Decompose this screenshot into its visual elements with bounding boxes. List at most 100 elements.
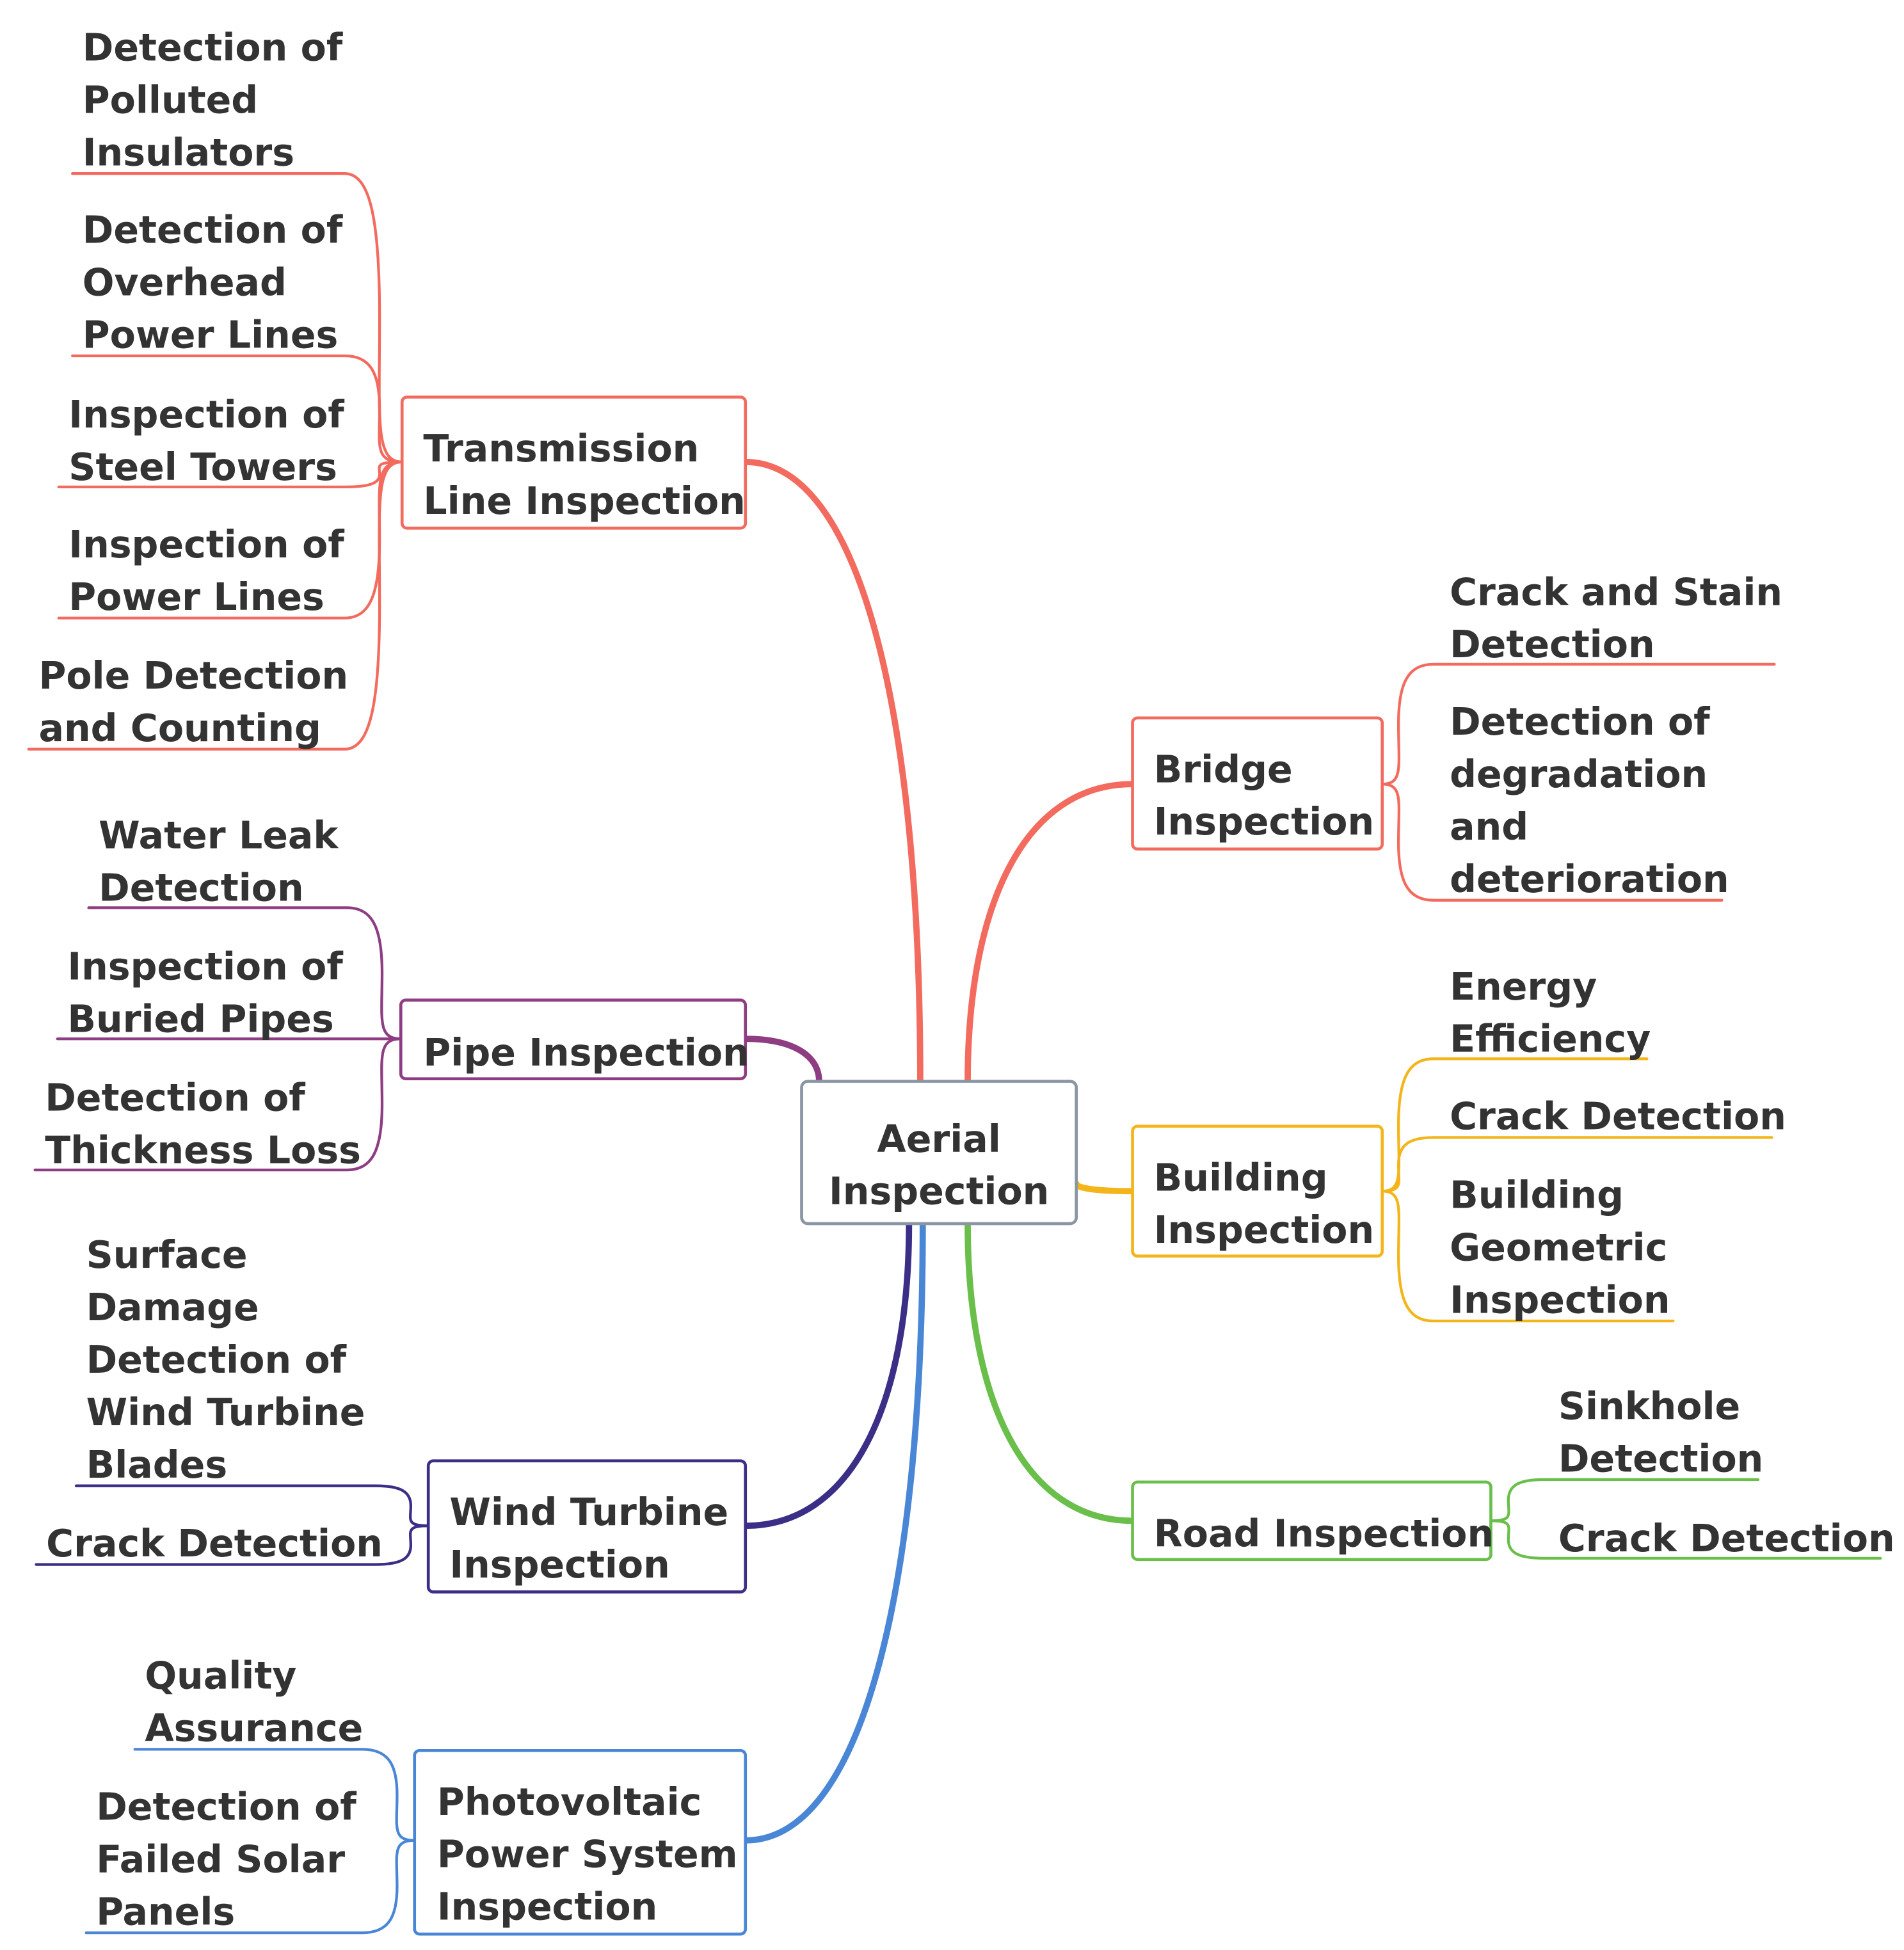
branch-connector-road — [964, 1220, 1136, 1524]
leaf-label-wind-0-line: Blades — [86, 1443, 228, 1487]
leaf-label-bridge-1: Detection of degradation and deterioration — [1450, 700, 1729, 901]
leaf-connector-pipe-0 — [87, 906, 403, 1041]
leaf-connector-bridge-0 — [1380, 662, 1776, 786]
leaf-connector-transmission-2 — [57, 460, 404, 489]
leaf-label-pv-0-line: Quality — [145, 1654, 296, 1698]
leaf-label-pipe-1: Inspection of Buried Pipes — [67, 945, 343, 1041]
branch-node-box-bridge — [1131, 716, 1384, 851]
branch-node-label-pipe-line: Pipe Inspection — [423, 1031, 749, 1075]
branch-node-label-bridge-line: Inspection — [1154, 800, 1374, 843]
leaf-label-building-2-line: Building — [1450, 1174, 1624, 1217]
center-node-box — [800, 1080, 1078, 1226]
leaf-label-pv-1-line: Failed Solar — [96, 1838, 345, 1882]
leaf-label-transmission-1-line: Power Lines — [83, 313, 339, 356]
branch-node-box-pv — [413, 1748, 748, 1936]
leaf-connector-transmission-4 — [27, 460, 404, 751]
branch-node-label-building-line: Inspection — [1154, 1208, 1374, 1252]
leaf-label-bridge-1-line: degradation — [1450, 753, 1708, 796]
branch-connector-wind — [742, 1220, 913, 1529]
branch-node-box-building — [1131, 1124, 1384, 1258]
branch-node-label-transmission-line: Transmission — [423, 427, 699, 470]
leaf-label-wind-0-line: Surface — [86, 1233, 248, 1277]
leaf-label-building-2-line: Inspection — [1450, 1278, 1670, 1322]
leaf-label-building-0-line: Efficiency — [1450, 1018, 1651, 1061]
leaf-label-transmission-1-line: Overhead — [83, 260, 287, 304]
leaf-connector-transmission-0 — [71, 172, 404, 464]
leaf-label-wind-1: Crack Detection — [46, 1522, 383, 1565]
leaf-connector-bridge-1 — [1380, 783, 1724, 902]
branch-node-box-road — [1131, 1480, 1492, 1562]
leaf-label-pipe-1-line: Buried Pipes — [67, 998, 333, 1041]
leaf-connector-transmission-1 — [71, 354, 404, 464]
branch-connector-bridge — [964, 781, 1136, 1085]
leaf-label-road-0-line: Sinkhole — [1558, 1384, 1740, 1428]
leaf-label-bridge-1-line: deterioration — [1450, 858, 1729, 901]
leaf-label-transmission-2-line: Steel Towers — [68, 445, 337, 489]
leaf-connector-building-0 — [1380, 1057, 1649, 1193]
leaf-label-transmission-3-line: Inspection of — [68, 523, 344, 566]
leaf-label-wind-1-line: Crack Detection — [46, 1522, 383, 1565]
branch-connector-transmission — [742, 458, 924, 1085]
branch-node-label-pipe: Pipe Inspection — [423, 1031, 749, 1075]
branch-node-box-wind — [426, 1459, 748, 1594]
leaf-label-pipe-2-line: Thickness Loss — [45, 1128, 361, 1172]
leaf-label-bridge-0-line: Detection — [1450, 623, 1655, 666]
leaf-label-building-1-line: Crack Detection — [1450, 1095, 1786, 1139]
branch-node-label-road: Road Inspection — [1154, 1512, 1494, 1555]
leaf-label-building-2-line: Geometric — [1450, 1226, 1667, 1270]
leaf-connector-pipe-2 — [33, 1037, 403, 1172]
leaf-label-road-1-line: Crack Detection — [1558, 1517, 1895, 1560]
leaf-connector-wind-1 — [35, 1524, 430, 1566]
leaf-label-road-0-line: Detection — [1558, 1437, 1764, 1480]
leaf-label-bridge-1-line: Detection of — [1450, 700, 1710, 744]
branch-connector-pv — [742, 1220, 926, 1844]
branch-node-label-pv-line: Power System — [437, 1833, 738, 1876]
leaf-label-transmission-4-line: and Counting — [38, 707, 321, 750]
leaf-connector-building-2 — [1380, 1190, 1675, 1323]
leaf-label-road-1: Crack Detection — [1558, 1517, 1895, 1560]
center-node-label-line: Aerial — [877, 1117, 1000, 1161]
branch-node-label-building-line: Building — [1154, 1156, 1328, 1199]
branch-node-box-transmission — [400, 396, 748, 530]
branch-node-label-wind-line: Inspection — [449, 1543, 669, 1586]
leaf-label-building-0-line: Energy — [1450, 965, 1597, 1009]
leaf-connector-pv-1 — [84, 1839, 416, 1935]
branch-connector-pipe — [742, 1035, 822, 1085]
leaf-label-pipe-1-line: Inspection of — [67, 945, 343, 989]
leaf-connector-wind-0 — [74, 1484, 430, 1528]
branch-node-label-bridge-line: Bridge — [1154, 747, 1293, 791]
leaf-label-transmission-0-line: Insulators — [83, 131, 294, 175]
branch-node-label-transmission-line: Line Inspection — [423, 479, 745, 523]
leaf-connector-road-0 — [1489, 1478, 1760, 1522]
branch-node-label-wind-line: Wind Turbine — [449, 1490, 728, 1534]
leaf-label-wind-0-line: Damage — [86, 1286, 259, 1329]
branch-node-label-pv-line: Inspection — [437, 1885, 657, 1929]
branch-node-label-pv-line: Photovoltaic — [437, 1780, 702, 1824]
leaf-label-bridge-1-line: and — [1450, 805, 1528, 849]
leaf-label-transmission-4: Pole Detection and Counting — [38, 654, 348, 750]
branch-node-label-road-line: Road Inspection — [1154, 1512, 1494, 1555]
branch-node-box-pipe — [399, 998, 748, 1081]
leaf-label-pv-1-line: Detection of — [96, 1786, 356, 1829]
leaf-label-transmission-4-line: Pole Detection — [38, 654, 348, 698]
leaf-label-pipe-2-line: Detection of — [45, 1076, 305, 1119]
leaf-label-wind-0-line: Detection of — [86, 1338, 347, 1382]
leaf-label-pv-0-line: Assurance — [145, 1707, 363, 1750]
